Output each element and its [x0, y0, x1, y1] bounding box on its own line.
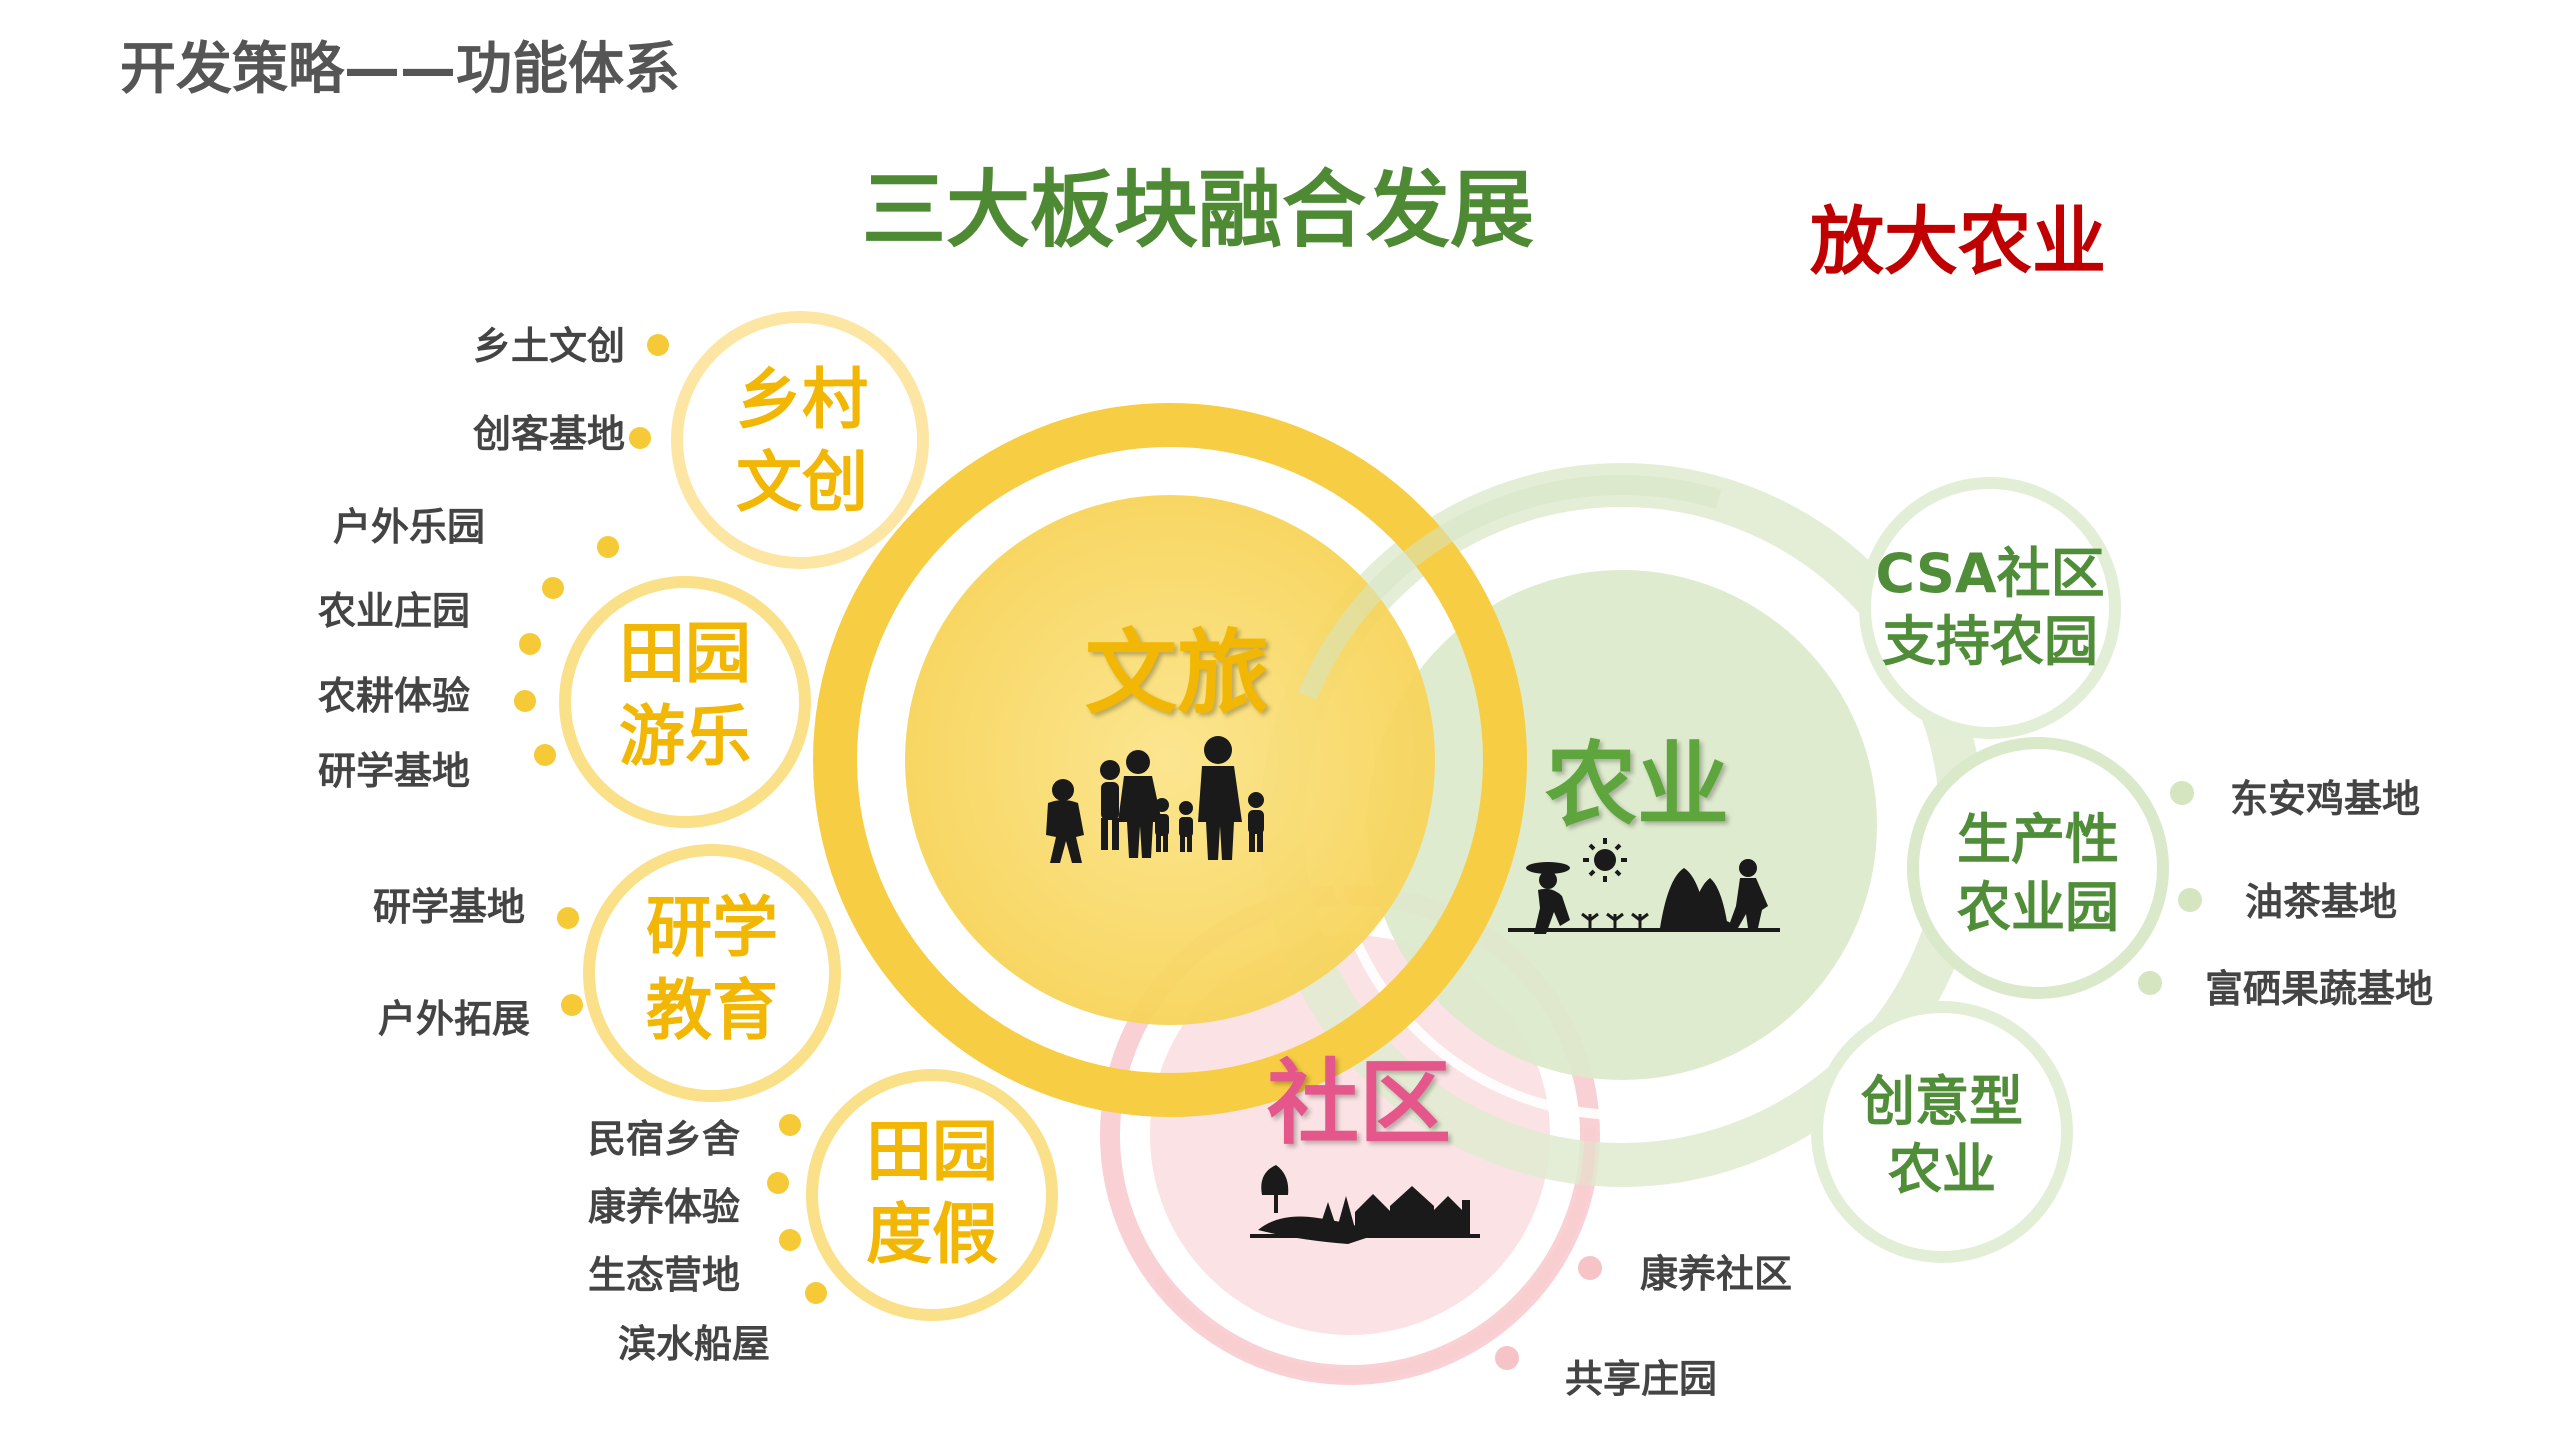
bubble-ring-field-recreation: [559, 576, 811, 828]
bubble-line: 农业园: [1957, 876, 2119, 940]
item-label: 富硒果蔬基地: [2205, 967, 2434, 1011]
bubble-line: 支持农园: [1882, 610, 2098, 674]
bubble-line: 生产性: [1957, 808, 2119, 871]
bubble-ring-field-resort: [806, 1069, 1058, 1321]
bubble-field-resort: 田园 度假: [842, 1110, 1022, 1276]
bubble-field-recreation: 田园 游乐: [595, 612, 775, 778]
item-dot: [629, 427, 651, 449]
bubble-ring-creative-agri: [1811, 1001, 2073, 1263]
main-title: 三大板块融合发展: [862, 161, 1535, 259]
item-dot: [597, 536, 619, 558]
item-label: 农耕体验: [317, 674, 470, 718]
item-dot: [2178, 888, 2202, 912]
item-label: 滨水船屋: [617, 1322, 770, 1366]
bubble-line: 研学: [646, 889, 778, 966]
accent-title: 放大农业: [1810, 199, 2106, 285]
bubble-line: 教育: [646, 972, 778, 1050]
item-label: 东安鸡基地: [2230, 777, 2421, 821]
bubble-csa: CSA社区 支持农园: [1855, 540, 2125, 676]
item-label: 油茶基地: [2245, 880, 2398, 924]
item-label: 康养体验: [587, 1185, 740, 1229]
item-dot: [514, 690, 536, 712]
bubble-line: 游乐: [619, 698, 751, 776]
bubble-line: 度假: [866, 1196, 998, 1274]
item-dot: [779, 1229, 801, 1251]
culture-outer-ring: [813, 403, 1527, 1117]
item-dot: [1495, 1346, 1519, 1370]
page-title: 开发策略——功能体系: [120, 37, 680, 102]
item-label: 乡土文创: [472, 324, 625, 368]
item-dot: [1578, 1256, 1602, 1280]
item-label: 户外拓展: [377, 997, 530, 1041]
item-dot: [557, 907, 579, 929]
bubble-ring-production-park: [1907, 737, 2169, 999]
farmer-icon: [1508, 838, 1780, 934]
bubble-creative-agri: 创意型 农业: [1807, 1068, 2077, 1204]
core-label-community: 社区: [1267, 1050, 1452, 1157]
item-dot: [519, 633, 541, 655]
item-label: 生态营地: [587, 1253, 740, 1297]
bubble-line: 乡村: [736, 361, 868, 438]
bubble-rural-creative: 乡村 文创: [712, 358, 892, 524]
bubble-line: CSA社区: [1875, 542, 2105, 605]
item-label: 共享庄园: [1565, 1357, 1718, 1401]
item-dot: [647, 334, 669, 356]
item-dot: [767, 1172, 789, 1194]
item-dot: [542, 577, 564, 599]
bubble-ring-study-education: [583, 844, 841, 1102]
bubble-line: 文创: [736, 444, 868, 522]
item-dot: [534, 744, 556, 766]
family-icon: [1046, 736, 1264, 863]
item-label: 康养社区: [1640, 1252, 1793, 1296]
village-icon: [1250, 1165, 1480, 1244]
core-label-culture: 文旅: [1085, 620, 1270, 727]
item-dot: [2170, 781, 2194, 805]
item-dot: [805, 1282, 827, 1304]
item-label: 民宿乡舍: [587, 1117, 740, 1161]
culture-core-circle: [905, 495, 1435, 1025]
item-dot: [561, 994, 583, 1016]
item-label: 创客基地: [472, 412, 625, 456]
bubble-ring-rural-creative: [671, 311, 929, 569]
bubble-production-park: 生产性 农业园: [1903, 806, 2173, 942]
item-dot: [779, 1114, 801, 1136]
item-label: 户外乐园: [332, 505, 485, 549]
bubble-line: 创意型: [1861, 1070, 2023, 1133]
bubble-ring-csa: [1859, 477, 2121, 739]
core-label-agriculture: 农业: [1545, 732, 1730, 839]
bubble-line: 田园: [619, 615, 751, 692]
item-dot: [2138, 971, 2162, 995]
bubble-line: 田园: [866, 1113, 998, 1190]
item-label: 研学基地: [317, 749, 470, 793]
item-label: 研学基地: [372, 885, 525, 929]
item-label: 农业庄园: [317, 589, 470, 633]
bubble-study-education: 研学 教育: [622, 886, 802, 1052]
bubble-line: 农业: [1888, 1138, 1996, 1202]
